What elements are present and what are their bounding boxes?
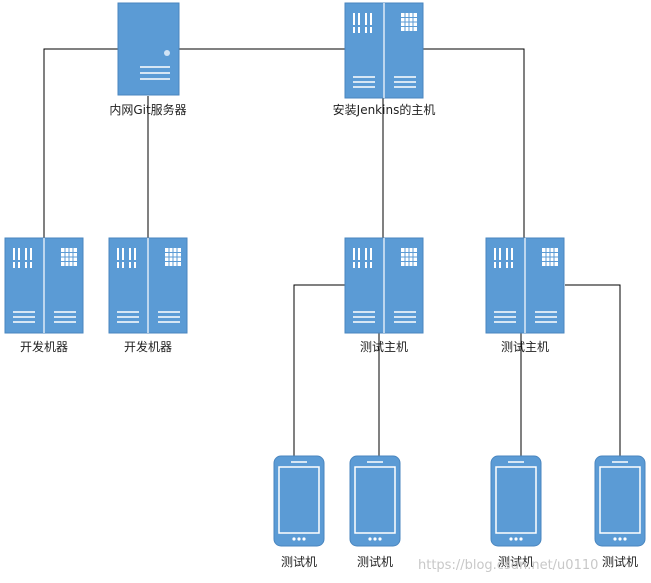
git-server-label: 内网Git服务器 (109, 102, 186, 117)
rack-server-icon (4, 237, 84, 334)
rack-server-icon (108, 237, 188, 334)
rack-server-icon (344, 237, 424, 334)
test-phone-node-1: 测试机 (273, 455, 325, 569)
phone-icon (594, 455, 646, 547)
phone-icon (349, 455, 401, 547)
test-phone-node-2: 测试机 (349, 455, 401, 569)
dev-machine-label: 开发机器 (124, 339, 172, 354)
dev-machine-label: 开发机器 (20, 339, 68, 354)
connector-git-dev1 (43, 48, 118, 238)
test-phone-label: 测试机 (281, 554, 317, 569)
connector-test2-phone4 (565, 284, 621, 456)
dev-machine-node-1: 开发机器 (4, 237, 84, 354)
phone-icon (490, 455, 542, 547)
test-host-node-2: 测试主机 (485, 237, 565, 354)
git-server-node: 内网Git服务器 (109, 2, 187, 117)
test-host-node-1: 测试主机 (344, 237, 424, 354)
dev-machine-node-2: 开发机器 (108, 237, 188, 354)
watermark: https://blog.csdn.net/u0110 (418, 558, 598, 573)
phone-icon (273, 455, 325, 547)
test-host-label: 测试主机 (501, 339, 549, 354)
test-phone-node-3: 测试机 (490, 455, 542, 569)
test-phone-label: 测试机 (357, 554, 393, 569)
rack-server-icon (485, 237, 565, 334)
connector-jenkins-test2 (423, 48, 525, 238)
jenkins-host-node: 安装Jenkins的主机 (333, 2, 436, 117)
test-phone-label: 测试机 (498, 554, 534, 569)
connector-test1-phone1 (293, 284, 345, 456)
jenkins-host-label: 安装Jenkins的主机 (333, 102, 436, 117)
connector-lines (43, 48, 621, 456)
test-host-label: 测试主机 (360, 339, 408, 354)
test-phone-node-4: 测试机 (594, 455, 646, 569)
rack-server-icon (344, 2, 424, 99)
server-icon (117, 2, 180, 96)
test-phone-label: 测试机 (602, 554, 638, 569)
